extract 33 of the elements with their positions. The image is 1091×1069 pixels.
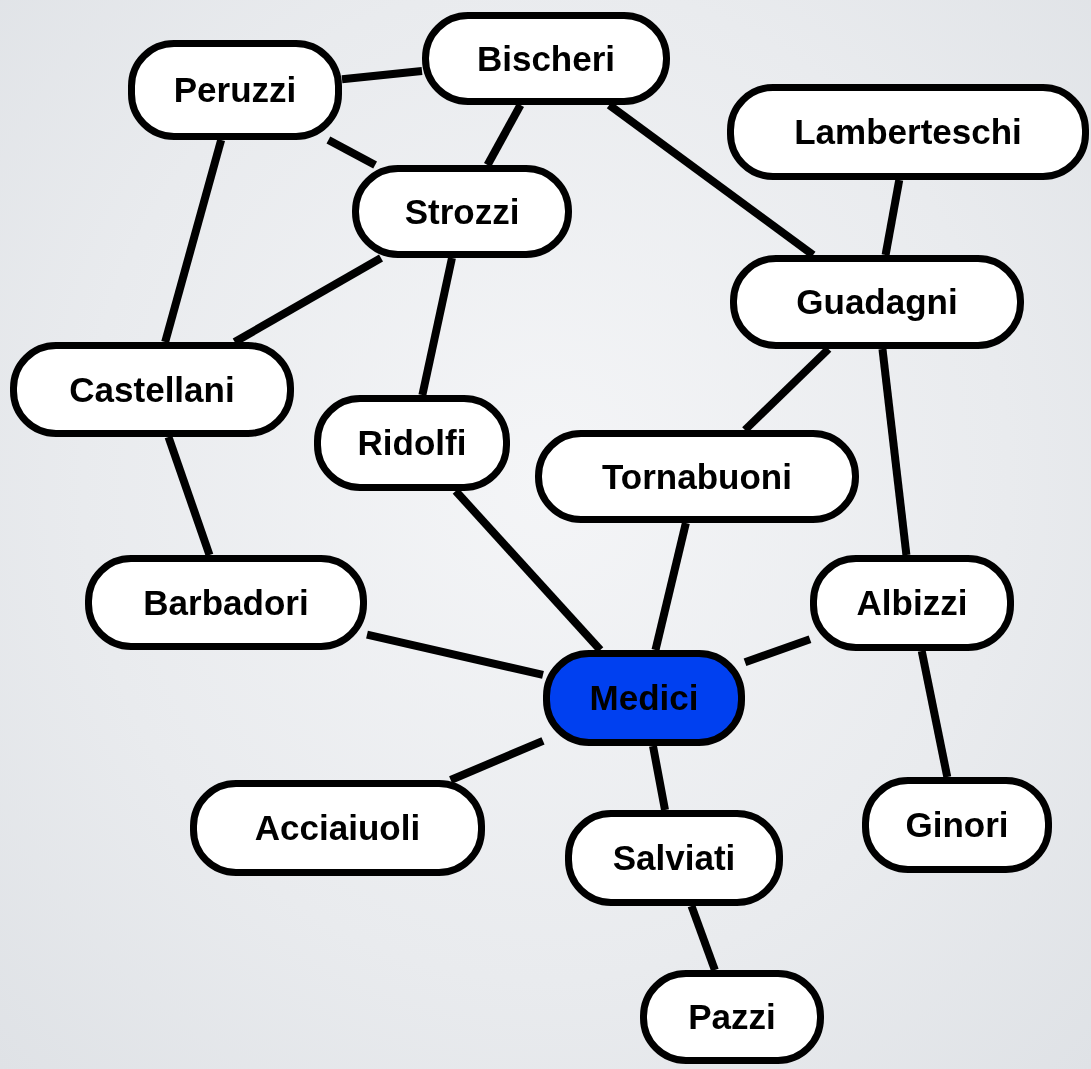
- connector-line: [484, 103, 524, 167]
- node-label: Strozzi: [404, 191, 520, 232]
- connector-line: [326, 136, 377, 169]
- node-label: Tornabuoni: [602, 456, 792, 497]
- node-label: Albizzi: [856, 583, 968, 623]
- node-label: Castellani: [69, 369, 235, 410]
- node-label: Ginori: [905, 805, 1009, 845]
- name-node: [810, 555, 1014, 651]
- name-node: [543, 650, 745, 746]
- connector-line: [161, 138, 225, 344]
- connector-line: [164, 435, 214, 557]
- connector-line: [878, 348, 911, 556]
- name-node: [85, 555, 367, 650]
- connector-line: [917, 650, 952, 778]
- node-label: Lamberteschi: [794, 112, 1022, 152]
- node-label: Acciaiuoli: [254, 808, 421, 848]
- connector-line: [743, 635, 812, 666]
- connector-line: [341, 67, 423, 84]
- node-label: Peruzzi: [173, 70, 297, 110]
- node-label: Guadagni: [796, 282, 958, 322]
- connector-line: [449, 737, 545, 784]
- node-label: Bischeri: [476, 38, 616, 79]
- connector-line: [649, 745, 669, 811]
- connector-line: [651, 522, 690, 651]
- node-label: Salviati: [612, 838, 736, 878]
- connector-line: [881, 179, 904, 256]
- node-label: Ridolfi: [357, 423, 467, 463]
- node-label: Pazzi: [688, 997, 776, 1037]
- node-label: Medici: [589, 678, 699, 718]
- connector-line: [418, 257, 456, 396]
- node-label: Barbadori: [143, 582, 309, 623]
- connector-line: [687, 904, 719, 972]
- connector-line: [366, 630, 544, 679]
